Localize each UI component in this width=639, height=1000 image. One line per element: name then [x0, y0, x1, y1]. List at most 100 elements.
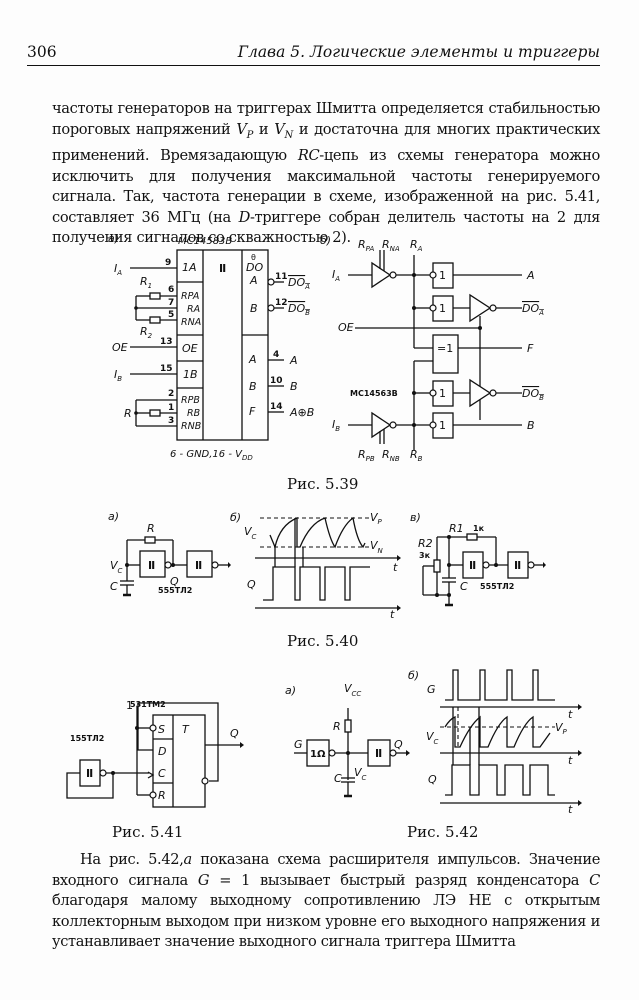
schmitt-icon: Ⅱ: [514, 559, 521, 572]
label-vp: VP: [370, 511, 383, 526]
trigger-body: [152, 714, 206, 808]
label-r1: R1: [449, 522, 464, 535]
pin-rb: RB: [187, 408, 200, 419]
figure-5-40-a: а) R Ⅱ Ⅱ VC Q C 555ТЛ2: [108, 510, 231, 597]
pin-5: 5: [168, 310, 174, 320]
text: = 1 вызывает быстрый разряд конденсатора: [209, 871, 590, 889]
g-waveform: [445, 669, 555, 701]
do-label: DO: [246, 261, 263, 274]
label-vc: VC: [426, 730, 439, 746]
label-q: Q: [170, 575, 179, 588]
pin-6: 6: [168, 285, 174, 295]
symbol-v: V: [274, 120, 285, 138]
input-ia: IA: [332, 268, 340, 283]
chip-name: MC14563B: [350, 389, 398, 398]
label-g: G: [427, 683, 436, 696]
axis-t: t: [390, 608, 395, 621]
label-q: Q: [394, 738, 403, 751]
figure-5-39-a: а) MC14583B 1A OE 1B Ⅱ RPA RA RNA RPB RB…: [108, 232, 314, 462]
chip-name: MC14583B: [178, 236, 232, 247]
capacitor-voltage-curve: [444, 715, 551, 748]
output-f: F: [527, 342, 534, 355]
subfigure-label: б): [408, 669, 419, 682]
pin-12: 12: [275, 298, 288, 308]
out-f: F: [249, 405, 256, 418]
text: частоты генераторов на триггерах Шмитта …: [52, 100, 600, 138]
figure-caption-5-40: Рис. 5.40: [287, 632, 359, 650]
label-vcc: VCC: [344, 682, 361, 698]
figure-5-42-a: а) VCC R G 1Ω Ⅱ Q C VC: [285, 682, 410, 798]
output-do-a: DOA: [288, 276, 310, 291]
label-vc: VC: [110, 559, 123, 575]
output-do-b: DOB: [288, 302, 310, 317]
pin-r: R: [158, 789, 166, 802]
block-oe: OE: [182, 342, 198, 355]
symbol-c: C: [589, 871, 600, 889]
label-g: G: [294, 738, 303, 751]
schmitt-icon: Ⅱ: [469, 559, 476, 572]
subfigure-label: а): [108, 232, 119, 245]
symbol-sub: P: [246, 129, 254, 141]
pin-14: 14: [270, 402, 283, 412]
q-waveform: [263, 566, 370, 601]
schmitt-icon: Ⅱ: [86, 767, 93, 780]
label-r: R: [124, 407, 132, 420]
figure-5-40-b: б) VP VN VC t Q t: [230, 511, 401, 621]
pin-rpb: RPB: [181, 395, 200, 406]
subfigure-label: а): [285, 684, 296, 697]
output-do-b: DOB: [522, 387, 544, 402]
schmitt-icon: Ⅱ: [219, 262, 226, 275]
inverter-icon: [371, 261, 392, 289]
label-rpb: RPB: [358, 448, 375, 463]
chip-name: 555ТЛ2: [480, 582, 514, 591]
label-r: R: [333, 720, 341, 733]
block-1b: 1B: [183, 368, 198, 381]
gate-or-label: 1: [439, 269, 446, 282]
label-vp: VP: [555, 721, 568, 736]
input-oe: OE: [338, 321, 354, 334]
text: -цепь из схемы генератора можно исключит…: [52, 147, 600, 226]
subfigure-label: б): [230, 511, 241, 524]
schmitt-icon: Ⅱ: [195, 559, 202, 572]
label-r2: R2: [140, 325, 153, 340]
resistor-r1: [149, 292, 161, 300]
figure-5-42-b: б) G t VP VC t Q t: [408, 669, 582, 816]
input-ia: IA: [114, 262, 122, 277]
output-xor: A⊕B: [289, 406, 314, 419]
label-ra: RA: [410, 238, 423, 253]
gate-or-label: 1: [439, 387, 446, 400]
body-paragraph-1: частоты генераторов на триггерах Шмитта …: [52, 99, 600, 249]
figure-caption-5-41: Рис. 5.41: [112, 823, 184, 841]
value-r2: 3к: [419, 551, 431, 560]
pin-ra: RA: [187, 304, 200, 315]
figure-5-41: 531ТМ2 1 S D C R T Q 155ТЛ2 Ⅱ: [66, 699, 244, 808]
capacitor-voltage-curve: [269, 516, 366, 550]
out-a: A: [248, 353, 257, 366]
resistor-r2: [149, 316, 161, 324]
trigger-symbol: T: [182, 723, 190, 736]
output-a: A: [289, 354, 298, 367]
output-do-a: DOA: [522, 302, 544, 317]
pin-4: 4: [273, 350, 279, 360]
text: и достаточна для многих практических при…: [52, 120, 600, 165]
label-vc: VC: [244, 525, 257, 541]
text: На рис. 5.42,: [80, 851, 184, 868]
label-rna: RNA: [382, 238, 400, 253]
subfigure-label: в): [410, 511, 421, 524]
input-oe: OE: [112, 341, 128, 354]
do-b: B: [250, 302, 258, 315]
chip-name-trigger: 531ТМ2: [130, 700, 166, 709]
figure-caption-5-39: Рис. 5.39: [287, 475, 359, 493]
symbol-v: V: [236, 120, 247, 138]
resistor-r1: [466, 533, 478, 541]
out-b: B: [249, 380, 257, 393]
do-a: A: [249, 274, 258, 287]
axis-t: t: [568, 754, 573, 767]
open-collector-gate-label: 1Ω: [310, 749, 326, 760]
input-ib: IB: [332, 418, 340, 433]
chapter-title: Глава 5. Логические элементы и триггеры: [237, 43, 600, 61]
label-q: Q: [247, 578, 256, 591]
pin-s: S: [158, 723, 165, 736]
value-r1: 1к: [473, 524, 485, 533]
potentiometer-r2: [433, 559, 441, 573]
